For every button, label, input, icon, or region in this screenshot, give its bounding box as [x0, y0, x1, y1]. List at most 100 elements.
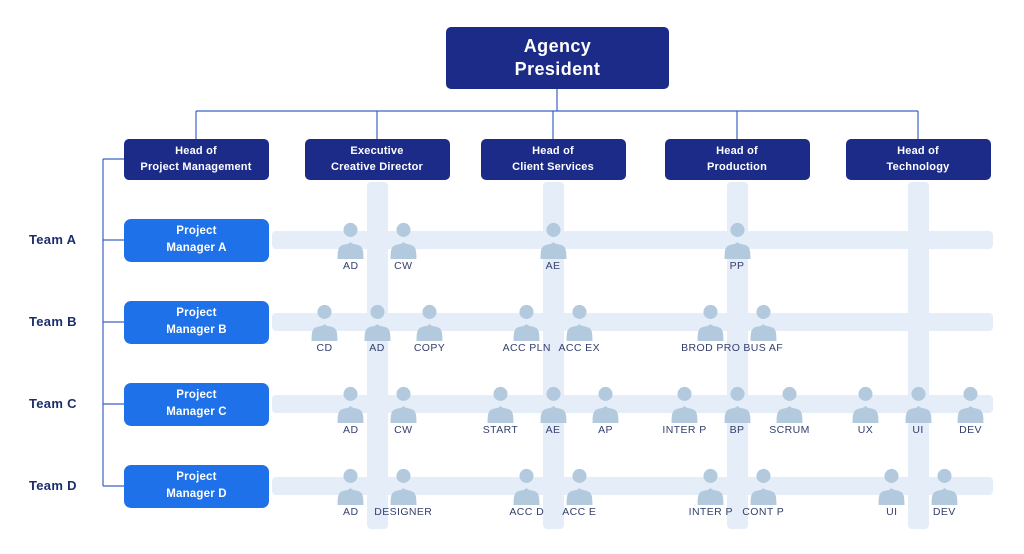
member-role-label: COPY [413, 342, 446, 354]
member-role-label: ACC PLN [502, 342, 551, 354]
team-member: BROD PRO [679, 304, 743, 354]
president-node: Agency President [446, 27, 669, 89]
person-icon [337, 222, 364, 259]
pm-title-line2: Manager D [166, 488, 227, 500]
member-role-label: DEV [959, 424, 982, 436]
matrix-row-band-team-d [272, 477, 993, 495]
person-icon [513, 304, 540, 341]
member-role-label: INTER P [662, 424, 707, 436]
person-icon [416, 304, 443, 341]
member-role-label: CD [316, 342, 333, 354]
person-icon [957, 386, 984, 423]
team-member: CONT P [731, 468, 795, 518]
member-role-label: BUS AF [743, 342, 784, 354]
matrix-row-band-team-a [272, 231, 993, 249]
matrix-column-band-technology [907, 182, 929, 529]
person-icon [931, 468, 958, 505]
team-member: ACC EX [547, 304, 611, 354]
person-icon [390, 222, 417, 259]
member-role-label: CW [394, 260, 413, 272]
dept-title-line1: Head of [897, 145, 939, 158]
person-icon [364, 304, 390, 341]
member-role-label: DEV [932, 506, 956, 518]
person-icon [566, 468, 593, 505]
person-icon [540, 222, 566, 259]
dept-title-line2: Creative Director [330, 160, 424, 173]
person-icon [540, 386, 566, 423]
team-member: AD [319, 386, 383, 436]
dept-title-line2: Production [706, 160, 768, 173]
team-member: AD [319, 468, 383, 518]
dept-title-line1: Executive [350, 145, 404, 158]
team-member: AD [319, 222, 383, 272]
dept-title-line2: Technology [886, 160, 950, 173]
team-member: AD [345, 304, 409, 354]
team-member: CD [293, 304, 357, 354]
person-icon [776, 386, 803, 423]
team-member: UI [860, 468, 924, 518]
dept-title-line1: Head of [716, 145, 758, 158]
person-icon [697, 468, 724, 505]
dept-node-production: Head of Production [664, 139, 810, 180]
member-role-label: START [482, 424, 519, 436]
member-role-label: AP [598, 424, 613, 436]
dept-title-line1: Head of [532, 145, 574, 158]
matrix-row-band-team-b [272, 313, 993, 331]
person-icon [852, 386, 879, 423]
dept-title-line1: Head of [175, 145, 217, 158]
person-icon [513, 468, 540, 505]
member-role-label: AE [545, 260, 561, 272]
dept-node-technology: Head of Technology [845, 139, 991, 180]
member-role-label: AD [343, 260, 359, 272]
pm-title-line1: Project [176, 471, 217, 484]
member-role-label: SCRUM [769, 424, 810, 436]
person-icon [487, 386, 514, 423]
person-icon [878, 468, 905, 505]
team-label-team-d: Team D [29, 478, 77, 493]
member-role-label: DESIGNER [374, 506, 433, 518]
member-role-label: AD [343, 506, 359, 518]
member-role-label: AD [343, 424, 359, 436]
person-icon [671, 386, 698, 423]
pm-title-line2: Manager A [166, 242, 227, 254]
team-member: PP [705, 222, 769, 272]
team-member: UX [834, 386, 898, 436]
person-icon [390, 468, 417, 505]
member-role-label: PP [729, 260, 745, 272]
dept-title-line2: Client Services [512, 160, 594, 173]
matrix-column-band-production [726, 182, 748, 529]
member-role-label: ACC EX [558, 342, 600, 354]
member-role-label: ACC E [562, 506, 597, 518]
member-role-label: AE [545, 424, 561, 436]
team-label-team-b: Team B [29, 314, 77, 329]
matrix-column-band-creative [366, 182, 388, 529]
member-role-label: INTER P [688, 506, 733, 518]
team-member: INTER P [679, 468, 743, 518]
member-role-label: UI [912, 424, 924, 436]
matrix-column-band-client [542, 182, 564, 529]
pm-title-line1: Project [176, 307, 217, 320]
team-member: DEV [912, 468, 976, 518]
person-icon [311, 304, 338, 341]
person-icon [750, 304, 777, 341]
team-label-team-c: Team C [29, 396, 77, 411]
team-member: DESIGNER [371, 468, 435, 518]
pm-title-line1: Project [176, 389, 217, 402]
matrix-row-band-team-c [272, 395, 993, 413]
team-member: AE [521, 222, 585, 272]
person-icon [724, 222, 750, 259]
pm-title-line2: Manager B [166, 324, 227, 336]
person-icon [750, 468, 777, 505]
pm-title-line1: Project [176, 225, 217, 238]
team-member: AE [521, 386, 585, 436]
team-member: SCRUM [758, 386, 822, 436]
member-role-label: BROD PRO [681, 342, 741, 354]
member-role-label: UX [857, 424, 874, 436]
